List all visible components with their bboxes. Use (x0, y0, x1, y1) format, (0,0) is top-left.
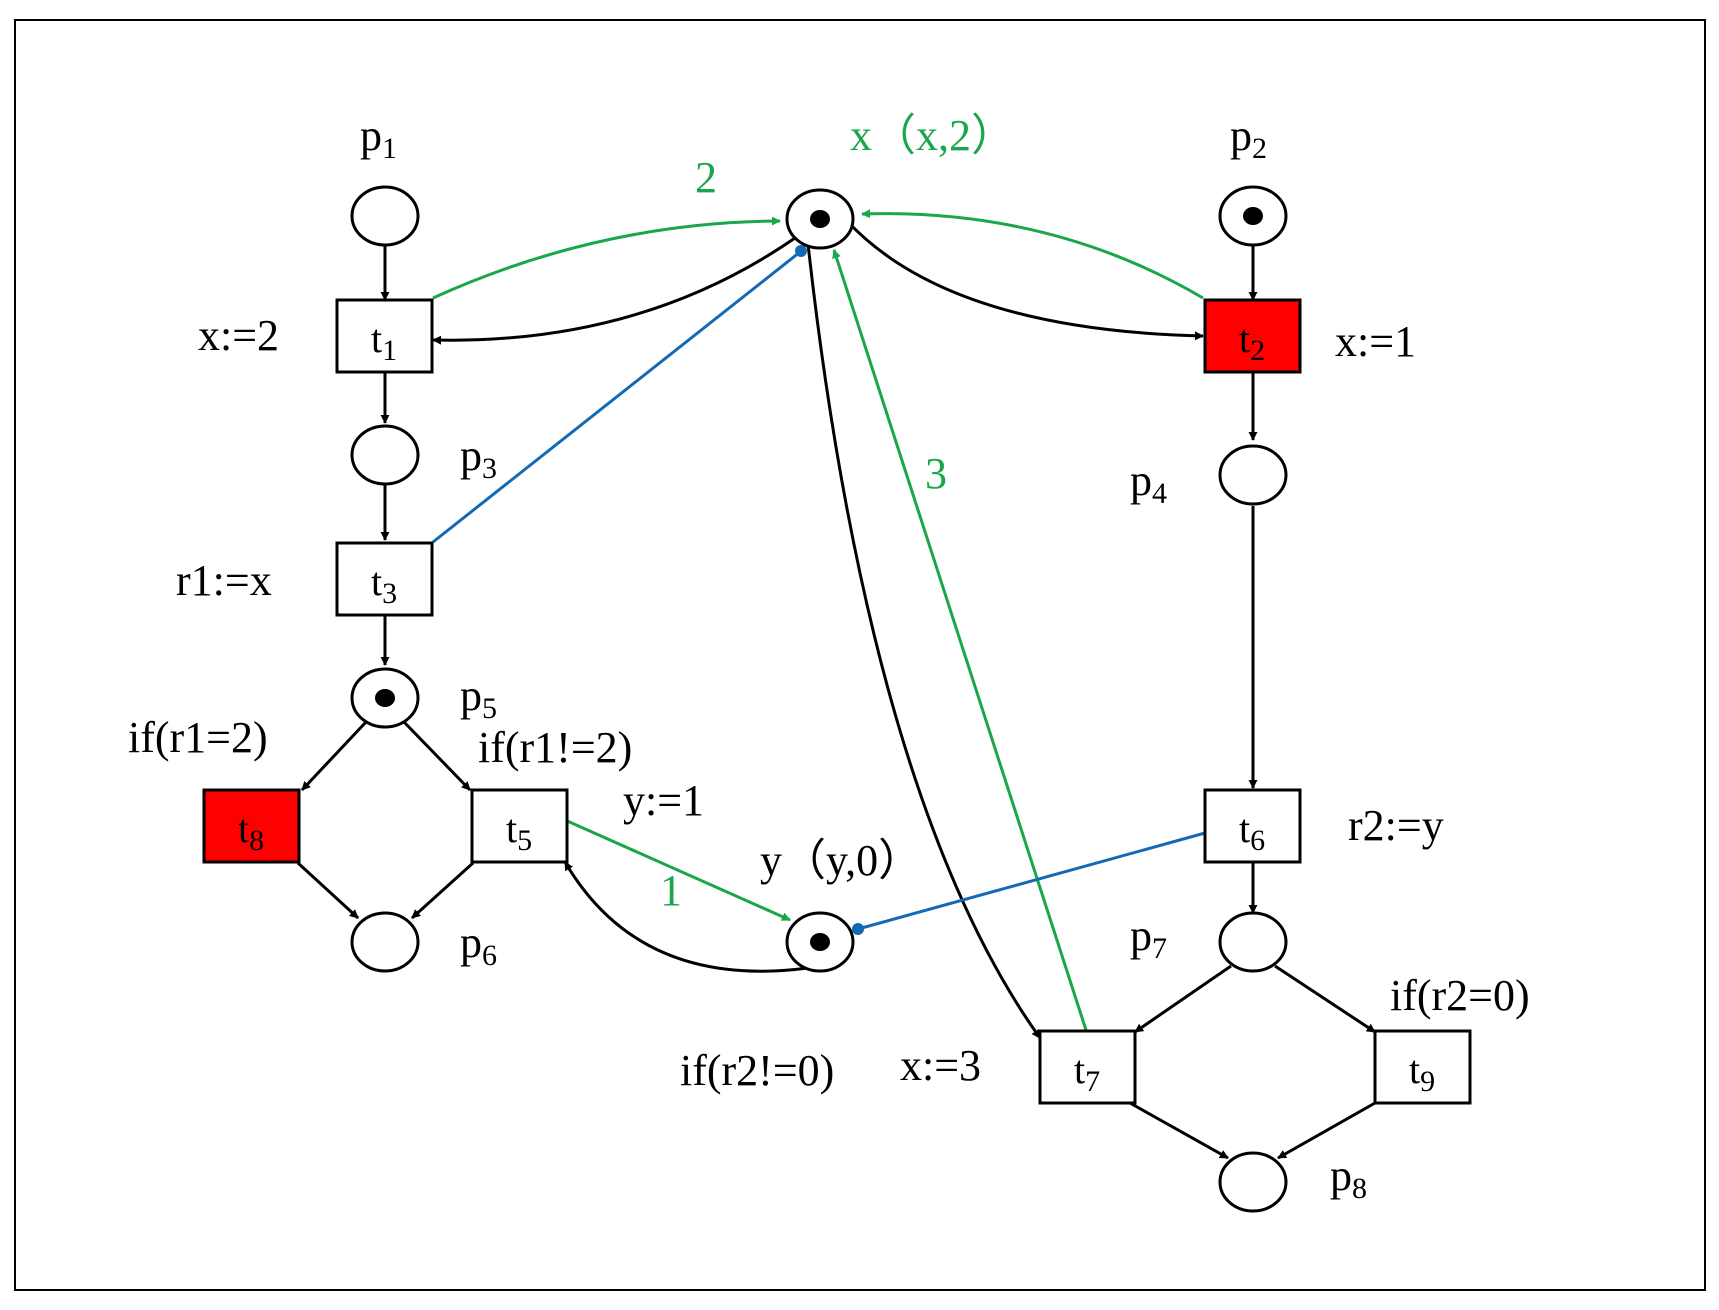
place-p1 (350, 185, 420, 247)
arc-t6-y-read (857, 831, 1206, 931)
transition-t7 (1038, 1029, 1137, 1105)
control-flow-arcs (296, 220, 1376, 1160)
token-x (810, 210, 830, 228)
arc-p7-t9 (1274, 964, 1376, 1034)
read-arcs (432, 250, 1206, 931)
transition-t8 (202, 788, 301, 864)
read-arc-dot-x (795, 245, 807, 257)
transition-t9-label: t9 (1409, 1047, 1435, 1098)
arc-x-t2 (846, 220, 1204, 341)
arc-y-t5 (563, 861, 809, 973)
arc-t9-p8 (1277, 1101, 1376, 1160)
t8-guard-label: if(r1=2) (128, 713, 268, 762)
place-p3 (350, 424, 420, 486)
place-p1-label: p1 (360, 111, 397, 165)
transition-t5 (470, 788, 569, 864)
read-arc-dot-y (852, 923, 864, 935)
token-y (810, 933, 830, 951)
transition-t9 (1373, 1029, 1472, 1105)
arc-x-t1 (432, 236, 796, 345)
arc-t5-y-write (564, 818, 791, 922)
transition-t8-label: t8 (238, 806, 264, 857)
place-p4-label: p4 (1130, 456, 1167, 510)
transition-t3 (335, 541, 434, 617)
place-p7-label: p7 (1130, 911, 1167, 965)
transition-t2-label: t2 (1239, 316, 1265, 367)
arc-x-t7 (806, 243, 1042, 1039)
place-p5-label: p5 (460, 671, 497, 725)
place-p6-label: p6 (460, 918, 497, 972)
t3-action-label: r1:=x (176, 556, 272, 605)
place-x-label: x（x,2） (850, 111, 1015, 160)
place-p7 (1218, 911, 1288, 973)
arc-t1-x-write (432, 216, 781, 300)
arc-t8-p6 (296, 861, 360, 920)
transition-t6 (1203, 788, 1302, 864)
arc-p5-t5 (402, 720, 472, 792)
arc-p5-t8 (300, 720, 368, 792)
arc-weight-t5-y: 1 (660, 866, 682, 915)
arc-weight-t7-x: 3 (925, 449, 947, 498)
token-p5 (375, 689, 395, 707)
transition-t7-label: t7 (1074, 1047, 1100, 1098)
place-p8 (1218, 1151, 1288, 1213)
transition-t6-label: t6 (1239, 806, 1265, 857)
t2-action-label: x:=1 (1335, 317, 1416, 366)
transition-t5-label: t5 (506, 806, 532, 857)
place-p6 (350, 911, 420, 973)
transition-t3-label: t3 (371, 559, 397, 610)
diagram-frame (14, 19, 1706, 1291)
transition-t1-label: t1 (371, 316, 397, 367)
transition-t1 (335, 298, 434, 374)
place-y-label: y（y,0） (760, 836, 922, 885)
t5-action-label: y:=1 (623, 776, 704, 825)
t7-guard-label: if(r2!=0) (680, 1046, 834, 1095)
arc-t7-x-write (832, 249, 1088, 1031)
arc-weight-t1-x: 2 (695, 153, 717, 202)
place-p3-label: p3 (460, 431, 497, 485)
arc-t5-p6 (410, 861, 475, 920)
t6-action-label: r2:=y (1348, 801, 1444, 850)
t5-guard-label: if(r1!=2) (478, 723, 632, 772)
write-arcs (432, 209, 1204, 1031)
t9-guard-label: if(r2=0) (1390, 971, 1530, 1020)
t7-action-label: x:=3 (900, 1041, 981, 1090)
arc-t7-p8 (1129, 1101, 1229, 1160)
arc-p7-t7 (1134, 964, 1232, 1034)
place-p2-label: p2 (1230, 111, 1267, 165)
transition-t2 (1203, 298, 1302, 374)
place-p4 (1218, 444, 1288, 506)
place-p8-label: p8 (1330, 1151, 1367, 1205)
token-p2 (1243, 207, 1263, 225)
arc-t3-x-read (432, 250, 801, 544)
t1-action-label: x:=2 (198, 311, 279, 360)
arc-t2-x-write (861, 209, 1204, 300)
